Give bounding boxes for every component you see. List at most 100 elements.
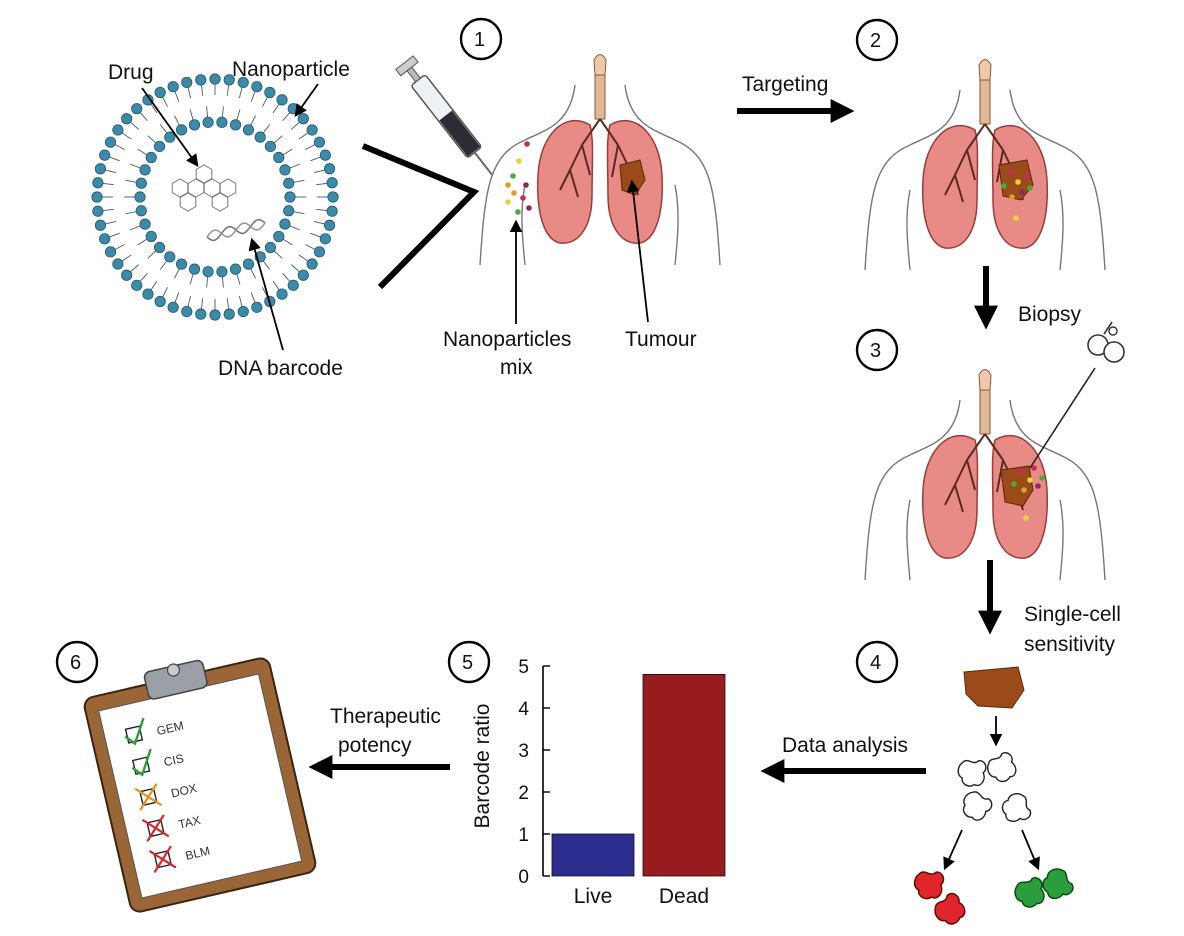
y-tick-label: 1 (518, 825, 529, 846)
single-cell (962, 791, 993, 821)
lipid-head (167, 301, 179, 313)
lipid-head (209, 309, 221, 321)
lipid-head (276, 288, 288, 300)
lipid-head (153, 241, 166, 254)
single-cell (987, 752, 1017, 783)
nanoparticle-dot (1013, 215, 1019, 221)
lipid-head (167, 81, 179, 93)
svg-text:4: 4 (870, 652, 881, 674)
lipid-head (154, 86, 166, 99)
lipid-head (251, 301, 263, 313)
nanoparticle-dot (505, 182, 511, 188)
single-cell-label-2: sensitivity (1024, 633, 1116, 656)
lipid-head (264, 140, 277, 153)
x-tick-label: Live (574, 885, 613, 908)
lipid-head (131, 103, 143, 115)
targeted-nanoparticle-dots (1001, 169, 1033, 221)
lipid-head (313, 246, 326, 258)
lipid-head (242, 124, 255, 136)
lipid-head (276, 94, 288, 106)
step-3-marker: 3 (855, 328, 899, 372)
single-cells-group (913, 752, 1074, 925)
nanoparticle-dots (505, 141, 532, 215)
lipid-head (264, 86, 276, 99)
lipid-head (297, 113, 309, 125)
drug-name: DOX (170, 781, 198, 800)
nanoparticle-dot (516, 158, 522, 164)
biopsy-needle-icon (1029, 321, 1125, 469)
drug-name: CIS (162, 751, 185, 769)
lipid-head (181, 76, 193, 89)
bar-dead (642, 674, 726, 877)
step-2-marker: 2 (855, 18, 899, 62)
lipid-head (145, 151, 157, 164)
y-tick-label: 3 (518, 741, 529, 762)
lipid-head (319, 233, 331, 245)
y-tick-label: 0 (518, 867, 529, 888)
targeting-label: Targeting (742, 73, 828, 96)
panel-3-body (864, 368, 1106, 581)
checklist-item: GEM (124, 717, 185, 746)
nanoparticle-label: Nanoparticle (232, 58, 350, 81)
lipid-head (273, 151, 285, 164)
drug-name: GEM (155, 718, 185, 738)
nanoparticle-dot (515, 209, 521, 215)
lipid-head (209, 73, 221, 85)
lipid-head (134, 191, 146, 203)
nanoparticle-dot (1001, 183, 1007, 189)
nanoparticle-dot (1035, 483, 1041, 489)
lipid-head (121, 113, 133, 125)
lipid-head (164, 131, 176, 143)
biopsy-nanoparticle-dots (1011, 465, 1045, 521)
lipid-head (142, 94, 154, 106)
checkbox-icon (139, 787, 158, 807)
lipid-head (139, 164, 151, 176)
single-cell (957, 759, 987, 787)
lipid-head (223, 308, 235, 320)
check-mark-icon (124, 717, 145, 746)
svg-text:6: 6 (70, 652, 81, 674)
panel-2-body (864, 58, 1106, 271)
lipid-head (237, 305, 249, 318)
check-mark-icon (131, 748, 152, 777)
nanoparticles-mix-label-2: mix (500, 356, 533, 379)
lipid-head (99, 233, 111, 245)
single-cell (1001, 793, 1032, 823)
single-cell (913, 871, 945, 900)
therapeutic-label-2: potency (338, 734, 412, 757)
nanoparticles-mix-label: Nanoparticles (443, 328, 571, 351)
tumour-label: Tumour (625, 328, 697, 351)
lipid-head (242, 258, 255, 270)
y-tick-label: 4 (518, 699, 529, 720)
nanoparticle-dot (1031, 465, 1037, 471)
y-axis-label: Barcode ratio (471, 704, 494, 829)
lipid-head (135, 205, 147, 217)
lipid-head (195, 74, 207, 86)
tumour-pointer-arrow (626, 179, 649, 323)
lipid-head (297, 269, 309, 281)
lipid-head (164, 251, 176, 263)
single-cell (1014, 877, 1045, 908)
lipid-head (139, 218, 151, 230)
lipid-head (326, 205, 338, 217)
checklist-item: BLM (148, 844, 211, 874)
step-4-marker: 4 (855, 640, 899, 684)
biopsy-tissue-sample (963, 666, 1025, 709)
drug-label: Drug (108, 61, 154, 84)
checkbox-icon (153, 850, 172, 869)
nanoparticle-dot (1009, 194, 1015, 200)
lipid-head (121, 269, 133, 281)
lipid-head (287, 279, 299, 291)
nanoparticle-pointer-arrow (294, 83, 319, 118)
lipid-head (92, 177, 104, 189)
checkbox-icon (146, 818, 165, 838)
lipid-head (273, 230, 285, 243)
therapeutic-label: Therapeutic (330, 705, 441, 728)
lipid-head (283, 205, 295, 217)
cross-mark-icon (134, 783, 163, 811)
svg-text:5: 5 (462, 652, 473, 674)
lipid-head (216, 266, 228, 278)
lipid-head (223, 74, 235, 86)
lipid-head (229, 119, 242, 131)
